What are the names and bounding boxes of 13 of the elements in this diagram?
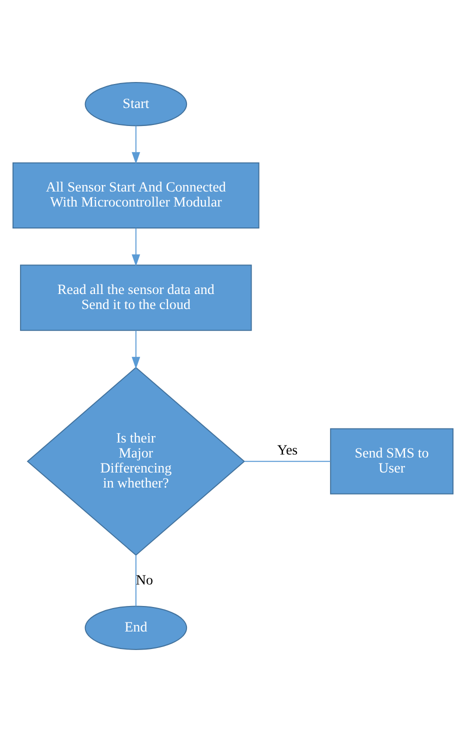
edge-label: No	[135, 572, 153, 588]
node-ellipse: End	[84, 606, 187, 650]
arrow	[131, 228, 140, 266]
node-box: Read all the sensor data and Send it to the cloud	[20, 264, 252, 331]
node-box: All Sensor Start And Connected With Microcontroller Modular	[12, 162, 259, 229]
connector	[134, 555, 136, 606]
node-box: Send SMS to User	[330, 428, 453, 494]
arrow	[131, 126, 140, 164]
edge-label: Yes	[276, 442, 298, 458]
node-ellipse: Start	[84, 82, 187, 126]
node-diamond: Is their Major Differencing in whether?	[26, 366, 245, 556]
connector	[244, 460, 330, 462]
arrow	[131, 330, 140, 369]
